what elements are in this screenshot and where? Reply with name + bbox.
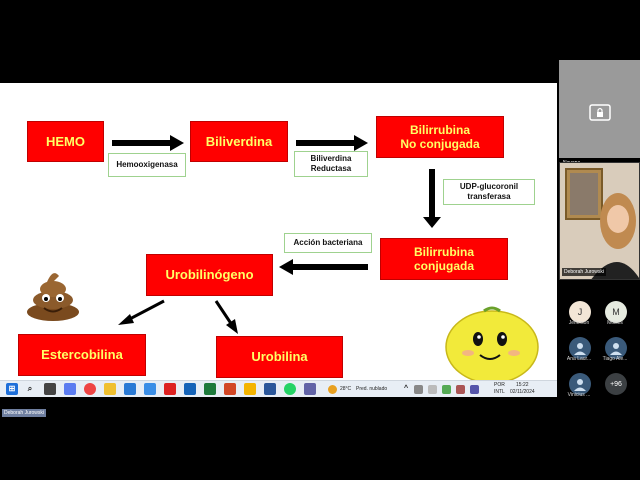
arrow-hemo-biliverdina [112,135,184,151]
windows-start-icon[interactable]: ⊞ [6,383,18,395]
tray-app3-icon[interactable] [442,385,451,394]
arrow-biliverdina-bilirrubina [296,135,368,151]
box-biliverdina-text: Biliverdina [205,133,273,149]
avatar-jefferson-initial: J [577,307,583,317]
whatsapp-icon[interactable] [284,383,296,395]
box-urobilinogeno: Urobilinógeno [146,254,273,296]
arrow-conjugada-urobilinogeno [279,259,368,275]
box-urobilina: Urobilina [216,336,343,378]
tray-app4-icon[interactable] [456,385,465,394]
user-icon [574,343,586,355]
arrow-to-urobilina [214,300,238,334]
powerpoint-icon[interactable] [224,383,236,395]
flow-arrows [112,135,441,334]
mail-icon[interactable] [144,383,156,395]
box-estercobilina: Estercobilina [18,334,146,376]
avatar-jefferson-name: Jefferson [568,320,590,326]
tray-app-icon[interactable] [414,385,423,394]
label-bvr-line2: Reductasa [310,164,352,173]
participants-panel: Nayane Deborah Jurowski J Jefferson M Mo… [557,60,640,400]
box-urobilina-text: Urobilina [251,349,308,365]
box-bili-c-line2: conjugada [413,259,474,273]
label-hemooxigenasa-text: Hemooxigenasa [116,160,178,169]
pdf-icon[interactable] [164,383,176,395]
screen-share-icon [589,104,611,121]
box-hemo-text: HEMO [46,133,85,149]
box-bilirrubina-conjugada: Bilirrubina conjugada [380,238,508,280]
more-participants-button[interactable]: +96 [605,373,627,395]
label-accion-bacteriana: Acción bacteriana [284,233,372,253]
windows-taskbar: ⊞ ⌕ 28°C Pred. nublado ^ POR INTL 15:22 … [0,380,557,397]
user-icon [574,379,586,391]
taskbar-time[interactable]: 15:22 [516,382,529,388]
task-view-icon[interactable] [44,383,56,395]
label-accion-text: Acción bacteriana [293,238,363,247]
taskbar-date[interactable]: 02/11/2024 [510,389,535,395]
user-icon [610,343,622,355]
lang-line1[interactable]: POR [494,382,505,388]
tray-app2-icon[interactable] [428,385,437,394]
label-hemooxigenasa: Hemooxigenasa [108,153,186,177]
avatar-tiago-name: Tiago Ale... [602,356,628,362]
box-bili-nc-line2: No conjugada [400,137,480,151]
label-udp-line2: transferasa [467,192,511,201]
avatar-moises-initial: M [612,307,620,317]
speaker-name-tag: Deborah Jurowski [562,268,607,276]
bottom-name-tag: Deborah Jurowski [2,409,47,417]
label-udp-line1: UDP-glucoronil [459,182,519,191]
excel-icon[interactable] [204,383,216,395]
label-udp-transferasa: UDP-glucoronil transferasa [443,179,535,205]
poop-icon [27,273,79,321]
avatar-vinicius-name: Vinicius ... [567,392,591,398]
tray-chevron-icon[interactable]: ^ [403,385,409,392]
chrome-icon[interactable] [84,383,96,395]
shared-slide: HEMO Biliverdina Bilirrubina No conjugad… [0,83,557,380]
word-icon[interactable] [264,383,276,395]
label-bvr-line1: Biliverdina [310,154,352,163]
lang-line2[interactable]: INTL [494,389,505,395]
teams-icon[interactable] [304,383,316,395]
avatar-tiago[interactable] [605,337,627,359]
weather-icon [328,385,337,394]
weather-desc: Pred. nublado [356,386,388,392]
avatar-moises-name: Moisés [607,320,623,326]
avatar-ana-name: Ana Laur... [566,356,592,362]
outlook-icon[interactable] [184,383,196,395]
drive-icon[interactable] [244,383,256,395]
arrow-down-conjugation [423,169,441,228]
speaker-video [560,163,639,279]
box-bili-c-line1: Bilirrubina [413,244,474,259]
store-icon[interactable] [124,383,136,395]
box-estercobilina-text: Estercobilina [41,347,123,363]
avatar-jefferson[interactable]: J [569,301,591,323]
avatar-vinicius[interactable] [569,373,591,395]
screen-share-tile[interactable] [559,60,640,158]
box-biliverdina: Biliverdina [190,121,288,162]
speaker-video-tile[interactable]: Deborah Jurowski [559,162,640,280]
box-urobilinogeno-text: Urobilinógeno [165,267,254,283]
box-bilirrubina-no-conjugada: Bilirrubina No conjugada [376,116,504,158]
box-hemo: HEMO [27,121,104,162]
search-icon[interactable]: ⌕ [27,384,33,393]
label-biliverdina-reductasa: Biliverdina Reductasa [294,151,368,177]
copilot-icon[interactable] [64,383,76,395]
avatar-moises[interactable]: M [605,301,627,323]
more-participants-count: +96 [610,380,622,388]
file-explorer-icon[interactable] [104,383,116,395]
box-bili-nc-line1: Bilirrubina [409,122,470,137]
tray-app5-icon[interactable] [470,385,479,394]
weather-temp: 28°C [340,386,352,392]
arrow-to-estercobilina [118,299,165,325]
lemon-character-icon [445,306,539,380]
avatar-ana[interactable] [569,337,591,359]
